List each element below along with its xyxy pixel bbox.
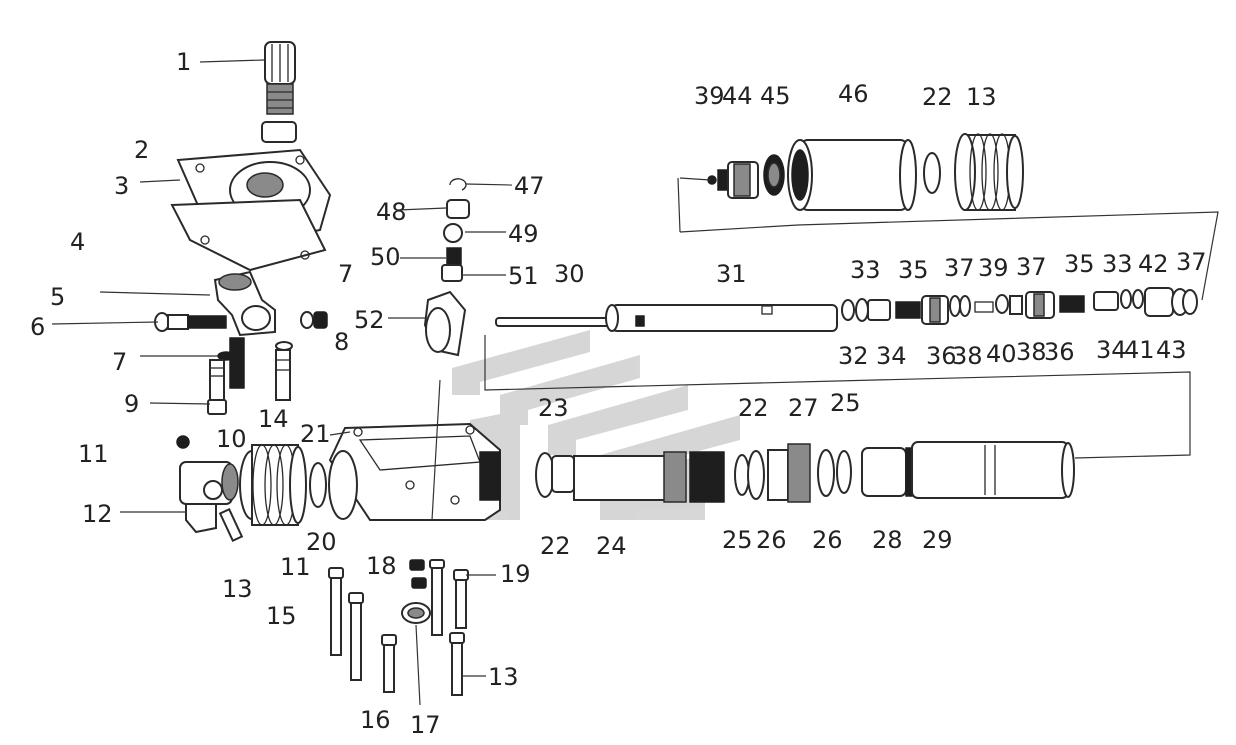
label-36-right: 36 — [1044, 338, 1075, 366]
label-14: 14 — [258, 405, 289, 433]
label-25-lower: 25 — [722, 526, 753, 554]
label-33-right: 33 — [1102, 250, 1133, 278]
part-5-lever — [213, 270, 276, 337]
label-44: 44 — [722, 82, 753, 110]
part-30-31-shaft — [495, 304, 838, 332]
label-29: 29 — [922, 526, 953, 554]
label-26-left: 26 — [756, 526, 787, 554]
label-32: 32 — [838, 342, 869, 370]
part-17-18-seal — [401, 559, 431, 624]
label-leaders — [51, 59, 711, 706]
label-21: 21 — [300, 420, 331, 448]
parts-32-43-valve-stack — [841, 287, 1198, 325]
label-51: 51 — [508, 262, 539, 290]
label-13-left: 13 — [222, 575, 253, 603]
label-10: 10 — [216, 425, 247, 453]
label-34-right: 34 — [1096, 336, 1127, 364]
label-18: 18 — [366, 552, 397, 580]
label-19: 19 — [500, 560, 531, 588]
label-12: 12 — [82, 500, 113, 528]
label-35-left: 35 — [898, 256, 929, 284]
part-20-ring — [309, 462, 327, 508]
label-45: 45 — [760, 82, 791, 110]
label-24: 24 — [596, 532, 627, 560]
label-41: 41 — [1124, 336, 1155, 364]
label-35-right: 35 — [1064, 250, 1095, 278]
label-43: 43 — [1156, 336, 1187, 364]
label-48: 48 — [376, 198, 407, 226]
label-23: 23 — [538, 394, 569, 422]
label-7-upper: 7 — [338, 260, 353, 288]
label-11-left: 11 — [78, 440, 109, 468]
label-31: 31 — [716, 260, 747, 288]
callout-labels: 1 2 3 4 5 6 7 7 8 9 10 11 11 12 13 13 13… — [30, 48, 1207, 739]
label-37-mid: 37 — [1016, 253, 1047, 281]
label-26-right: 26 — [812, 526, 843, 554]
label-7-lower: 7 — [112, 348, 127, 376]
label-34-left: 34 — [876, 342, 907, 370]
label-49: 49 — [508, 220, 539, 248]
label-38-left: 38 — [952, 342, 983, 370]
label-13-top: 13 — [966, 83, 997, 111]
label-6: 6 — [30, 313, 45, 341]
label-47: 47 — [514, 172, 545, 200]
label-11-lower: 11 — [280, 553, 311, 581]
label-4: 4 — [70, 228, 85, 256]
label-22-lower-right: 22 — [738, 394, 769, 422]
part-21-housing — [328, 422, 501, 521]
label-36-left: 36 — [926, 342, 957, 370]
label-37-left: 37 — [944, 254, 975, 282]
label-46: 46 — [838, 80, 869, 108]
label-20: 20 — [306, 528, 337, 556]
label-16: 16 — [360, 706, 391, 734]
label-13-bottom: 13 — [488, 663, 519, 691]
label-38-right: 38 — [1016, 338, 1047, 366]
label-15: 15 — [266, 602, 297, 630]
housing-bolts — [328, 559, 469, 696]
label-28: 28 — [872, 526, 903, 554]
label-8: 8 — [334, 328, 349, 356]
part-12-clevis — [176, 435, 244, 543]
part-2-cover — [170, 148, 332, 272]
label-52: 52 — [354, 306, 385, 334]
label-9: 9 — [124, 390, 139, 418]
label-1: 1 — [176, 48, 191, 76]
label-22-lower-left: 22 — [540, 532, 571, 560]
part-14-boot — [239, 444, 307, 526]
label-3: 3 — [114, 172, 129, 200]
label-39-right: 39 — [978, 254, 1009, 282]
label-42: 42 — [1138, 250, 1169, 278]
part-6-bolt — [154, 312, 227, 332]
label-17: 17 — [410, 711, 441, 739]
part-9-10-studs — [207, 337, 291, 415]
label-2: 2 — [134, 136, 149, 164]
label-50: 50 — [370, 243, 401, 271]
parts-44-46-top-assembly — [707, 133, 1024, 211]
parts-47-52-valve — [423, 178, 470, 357]
assembly-frame-lines — [484, 177, 1219, 459]
label-22-top: 22 — [922, 83, 953, 111]
label-39-top: 39 — [694, 82, 725, 110]
label-25-upper: 25 — [830, 389, 861, 417]
label-33-left: 33 — [850, 256, 881, 284]
parts-22-29-cylinder — [535, 441, 1075, 503]
label-40: 40 — [986, 340, 1017, 368]
label-27: 27 — [788, 394, 819, 422]
part-1-knob — [261, 41, 297, 143]
label-37-right: 37 — [1176, 248, 1207, 276]
label-30: 30 — [554, 260, 585, 288]
label-5: 5 — [50, 283, 65, 311]
